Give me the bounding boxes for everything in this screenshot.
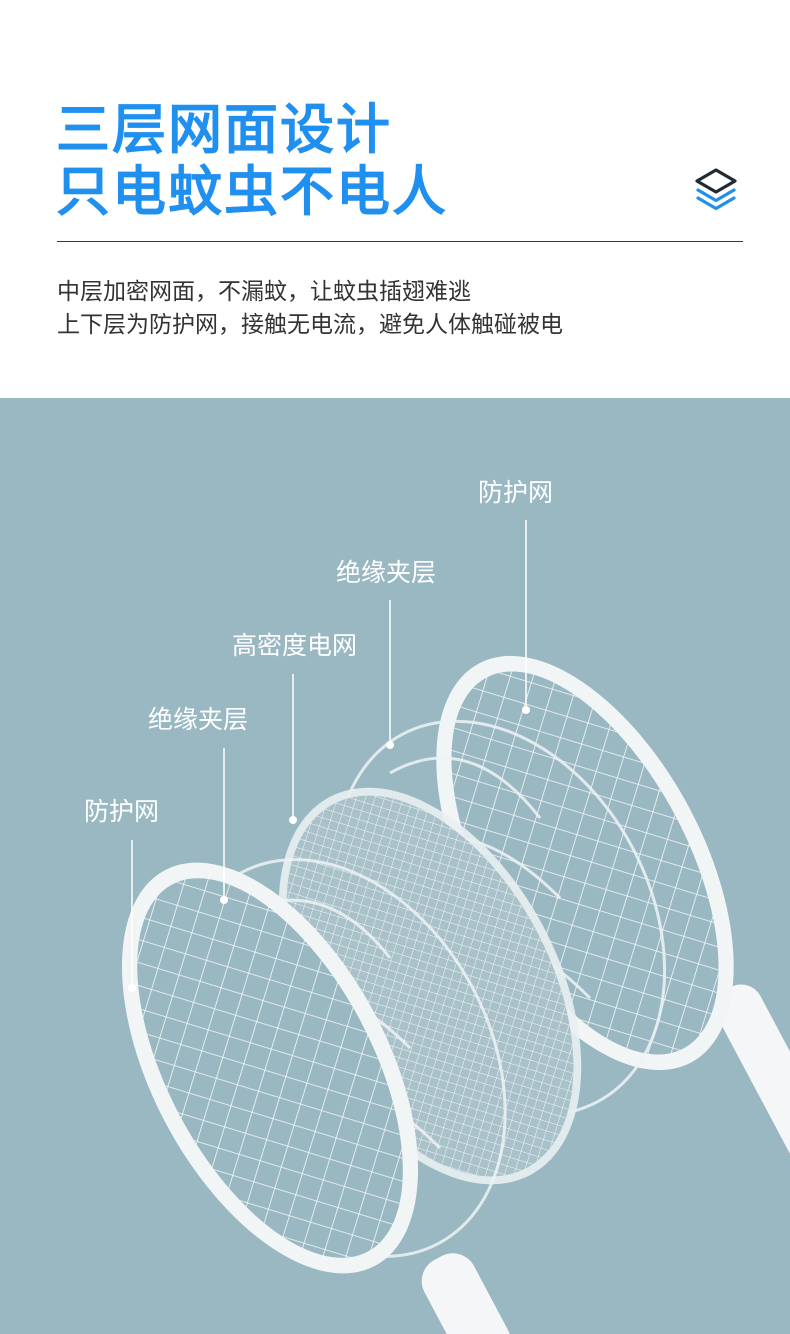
callout-leader-lines xyxy=(131,520,527,986)
label-top-protective-net: 防护网 xyxy=(478,478,554,507)
feature-header: 三层网面设计 只电蚊虫不电人 中层加密网面，不漏蚊，让蚊虫插翅难逃 上下层为防护… xyxy=(0,0,790,398)
feature-description-line2: 上下层为防护网，接触无电流，避免人体触碰被电 xyxy=(57,312,563,338)
exploded-racket-diagram: 防护网 绝缘夹层 高密度电网 绝缘夹层 防护网 xyxy=(0,398,790,1334)
divider-line xyxy=(57,241,743,242)
page-title-line1: 三层网面设计 xyxy=(56,98,392,161)
rear-racket xyxy=(436,655,790,1222)
racket-illustration xyxy=(121,520,790,1334)
feature-description-line1: 中层加密网面，不漏蚊，让蚊虫插翅难逃 xyxy=(57,279,471,305)
layers-icon xyxy=(695,168,737,211)
page-title-line2: 只电蚊虫不电人 xyxy=(56,160,448,223)
front-racket xyxy=(121,862,511,1334)
callout-anchor-dots xyxy=(128,706,530,992)
label-top-insulation-layer: 绝缘夹层 xyxy=(336,558,437,587)
label-high-density-grid: 高密度电网 xyxy=(232,631,358,660)
label-bottom-protective-net: 防护网 xyxy=(84,797,160,826)
label-bottom-insulation-layer: 绝缘夹层 xyxy=(148,705,249,734)
